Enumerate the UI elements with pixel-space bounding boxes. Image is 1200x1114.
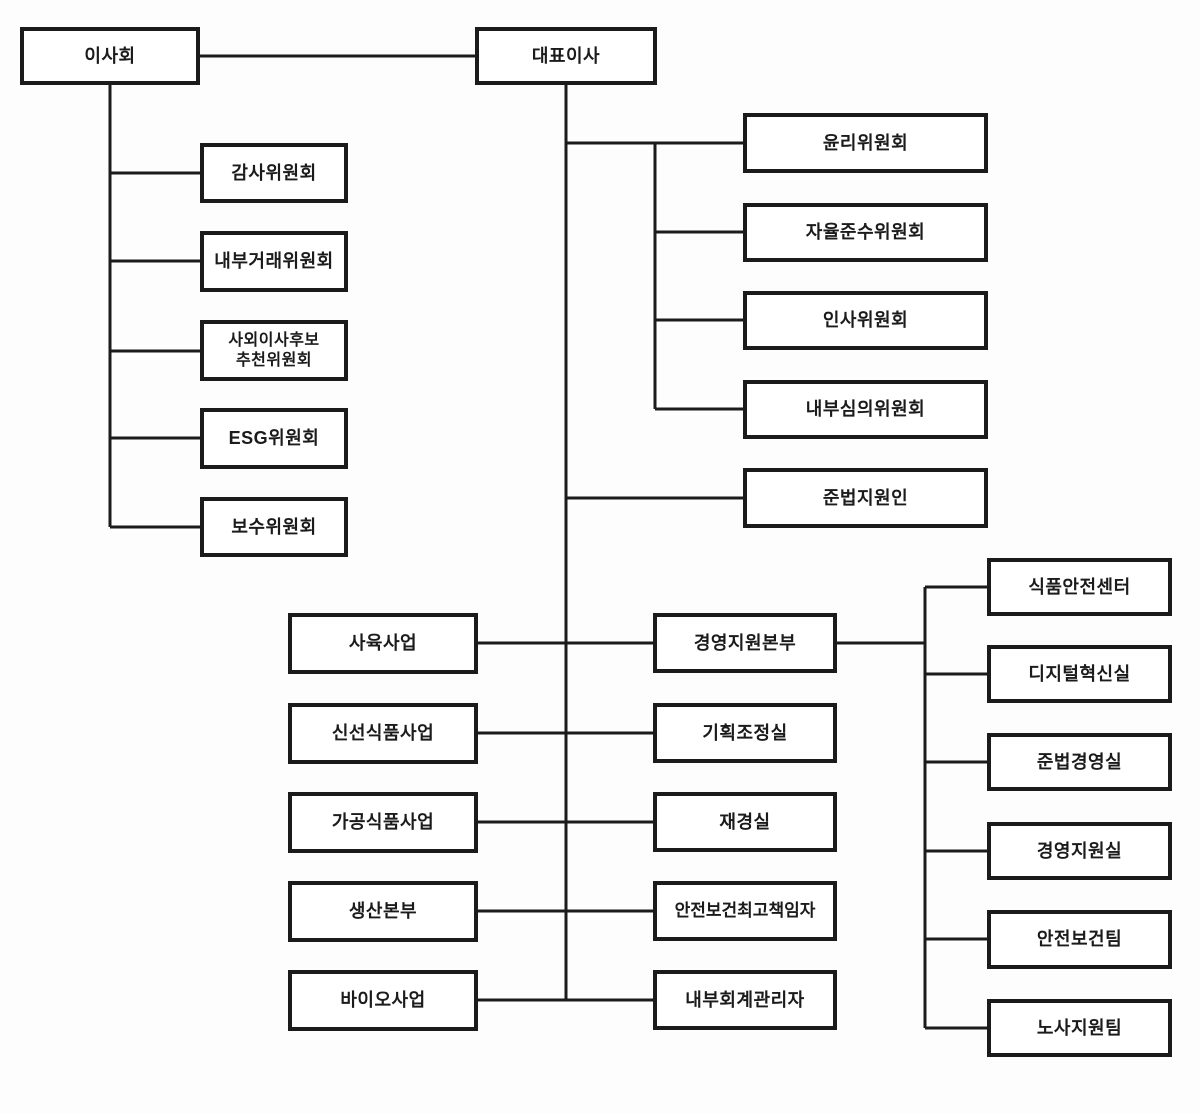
node-label-line2: 추천위원회 <box>235 351 313 369</box>
node-label-line1: 사외이사후보 <box>228 331 320 349</box>
node-labor-support-team: 노사지원팀 <box>987 999 1172 1057</box>
node-food-safety-center: 식품안전센터 <box>987 558 1172 616</box>
node-esg-committee: ESG위원회 <box>200 408 348 469</box>
node-outside-director-candidate-recommendation-committee: 사외이사후보 추천위원회 <box>200 320 348 381</box>
node-breeding-business: 사육사업 <box>288 613 478 674</box>
node-safety-health-team: 안전보건팀 <box>987 910 1172 969</box>
node-finance-office: 재경실 <box>653 792 837 852</box>
node-board-of-directors: 이사회 <box>20 27 200 85</box>
node-fresh-food-business: 신선식품사업 <box>288 703 478 764</box>
node-ethics-committee: 윤리위원회 <box>743 113 988 173</box>
node-voluntary-compliance-committee: 자율준수위원회 <box>743 203 988 262</box>
node-production-hq: 생산본부 <box>288 881 478 942</box>
node-remuneration-committee: 보수위원회 <box>200 497 348 557</box>
node-bio-business: 바이오사업 <box>288 970 478 1031</box>
node-internal-review-committee: 내부심의위원회 <box>743 380 988 439</box>
node-hr-committee: 인사위원회 <box>743 291 988 350</box>
node-compliance-support-officer: 준법지원인 <box>743 468 988 528</box>
node-management-support-hq: 경영지원본부 <box>653 613 837 673</box>
node-digital-innovation-office: 디지털혁신실 <box>987 645 1172 703</box>
node-chief-safety-health-officer: 안전보건최고책임자 <box>653 881 837 941</box>
node-processed-food-business: 가공식품사업 <box>288 792 478 853</box>
node-compliance-management-office: 준법경영실 <box>987 733 1172 791</box>
node-ceo: 대표이사 <box>475 27 657 85</box>
node-planning-coordination-office: 기획조정실 <box>653 703 837 763</box>
node-audit-committee: 감사위원회 <box>200 143 348 203</box>
node-management-support-office: 경영지원실 <box>987 822 1172 880</box>
node-internal-transaction-committee: 내부거래위원회 <box>200 231 348 292</box>
node-internal-accounting-manager: 내부회계관리자 <box>653 970 837 1030</box>
